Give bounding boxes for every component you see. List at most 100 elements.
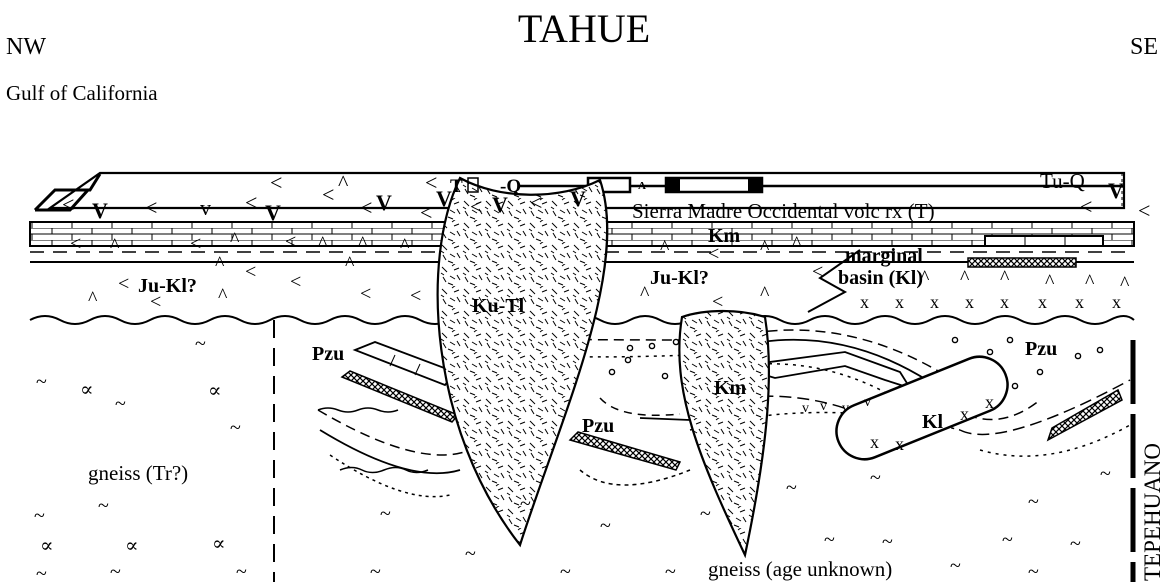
conglomerate-clast xyxy=(1075,353,1080,358)
gneiss-symbol: ~ xyxy=(1028,491,1039,513)
volcanic-symbol: < xyxy=(1138,198,1150,223)
arc-volcanic-symbol: ^ xyxy=(318,233,328,255)
volcanic-symbol: < xyxy=(470,194,482,219)
fold-v-symbol: v xyxy=(820,399,827,414)
gneiss-symbol: ~ xyxy=(1002,529,1013,551)
volcanic-symbol: < xyxy=(420,200,432,225)
arc-volcanic-symbol: ^ xyxy=(215,253,225,275)
figure-title: TAHUE xyxy=(518,6,650,51)
gulf-label: Gulf of California xyxy=(6,81,158,105)
gneiss-symbol: ~ xyxy=(195,333,206,355)
gneiss-symbol: ~ xyxy=(1100,463,1111,485)
symbol-q: -Q xyxy=(500,176,521,197)
kl-x-symbol: x xyxy=(985,392,994,412)
arc-volcanic-symbol: ^ xyxy=(760,237,770,259)
arc-volcanic-symbol: ^ xyxy=(345,253,355,275)
basin-x-symbol: x xyxy=(1000,292,1009,312)
gneiss-symbol: ~ xyxy=(520,493,531,515)
volcanic-symbol: < xyxy=(62,192,74,217)
volcanic-symbol: < xyxy=(530,190,542,215)
arc-volcanic-symbol: < xyxy=(70,233,81,255)
conglomerate-clast xyxy=(1097,347,1102,352)
volcanic-symbol: < xyxy=(322,182,334,207)
gneiss-symbol: ~ xyxy=(882,531,893,553)
label-pzu-west: Pzu xyxy=(312,343,344,365)
gneiss-symbol: ~ xyxy=(465,543,476,565)
arc-volcanic-symbol: ^ xyxy=(1120,273,1130,295)
basin-x-symbol: x xyxy=(895,292,904,312)
label-tepehuano: TEPEHUANO xyxy=(1140,443,1165,581)
kl-x-symbol: x xyxy=(895,434,904,454)
pluton-km-small xyxy=(679,311,769,555)
label-pzu-east: Pzu xyxy=(1025,338,1057,360)
kl-x-symbol: x xyxy=(960,404,969,424)
conglomerate-clast xyxy=(1007,337,1012,342)
arc-volcanic-symbol: < xyxy=(812,261,823,283)
gneiss-symbol: ∝ xyxy=(40,535,54,557)
arc-volcanic-symbol: < xyxy=(245,261,256,283)
gneiss-symbol: ~ xyxy=(786,477,797,499)
basin-x-symbol: x xyxy=(930,292,939,312)
basin-x-symbol: x xyxy=(965,292,974,312)
gneiss-symbol: ∝ xyxy=(80,379,94,401)
arc-volcanic-symbol: ^ xyxy=(1085,271,1095,293)
conglomerate-clast xyxy=(952,337,957,342)
label-km-limestone: Km xyxy=(708,225,741,247)
gneiss-symbol: ~ xyxy=(370,561,381,582)
arc-volcanic-symbol: ^ xyxy=(400,235,410,257)
gneiss-symbol: ∝ xyxy=(212,533,226,555)
arc-volcanic-symbol: ^ xyxy=(792,233,802,255)
conglomerate-clast xyxy=(609,369,614,374)
fold-v-symbol: v xyxy=(802,401,809,416)
conglomerate-clast xyxy=(662,373,667,378)
conglomerate-clast xyxy=(649,343,654,348)
gneiss-symbol: ~ xyxy=(560,561,571,582)
label-marginal-2: basin (Kl) xyxy=(838,267,923,289)
direction-se: SE xyxy=(1130,34,1158,60)
volcanic-symbol: < xyxy=(270,170,282,195)
arc-volcanic-symbol: ^ xyxy=(960,267,970,289)
conglomerate-clast xyxy=(1037,369,1042,374)
gneiss-symbol: ~ xyxy=(1028,561,1039,582)
volcanic-symbol: v xyxy=(200,195,211,220)
label-ju-kl-west: Ju-Kl? xyxy=(138,275,197,297)
gneiss-symbol: ~ xyxy=(950,555,961,577)
conglomerate-clast xyxy=(625,357,630,362)
gneiss-symbol: ~ xyxy=(230,417,241,439)
direction-nw: NW xyxy=(6,34,46,60)
arc-volcanic-symbol: ^ xyxy=(230,229,240,251)
volcanic-symbol: V xyxy=(376,190,392,215)
conglomerate-clast xyxy=(1012,383,1017,388)
gneiss-symbol: ~ xyxy=(36,371,47,393)
gneiss-symbol: ~ xyxy=(700,503,711,525)
gneiss-symbol: ~ xyxy=(236,561,247,582)
fold-v-symbol: v xyxy=(842,401,849,416)
arc-volcanic-symbol: < xyxy=(190,233,201,255)
gneiss-symbol: ~ xyxy=(110,561,121,582)
pluton-ku-tl xyxy=(438,178,608,545)
arc-volcanic-symbol: ^ xyxy=(110,235,120,257)
volcanic-symbol: < xyxy=(245,190,257,215)
arc-volcanic-symbol: ^ xyxy=(1000,267,1010,289)
symbol-t: T xyxy=(450,176,463,197)
gneiss-symbol: ~ xyxy=(36,563,47,582)
arc-volcanic-symbol: < xyxy=(118,273,129,295)
basin-x-symbol: x xyxy=(1112,292,1121,312)
volcanic-symbol: V xyxy=(265,200,281,225)
label-ju-kl-east: Ju-Kl? xyxy=(650,267,709,289)
gneiss-symbol: ~ xyxy=(98,495,109,517)
gneiss-symbol: ∝ xyxy=(125,535,139,557)
arc-volcanic-symbol: ^ xyxy=(88,288,98,310)
gneiss-symbol: ~ xyxy=(115,393,126,415)
label-km-pluton: Km xyxy=(714,377,747,399)
arc-volcanic-symbol: ^ xyxy=(1045,271,1055,293)
basin-x-symbol: x xyxy=(860,292,869,312)
gneiss-symbol: ∝ xyxy=(208,380,222,402)
arc-volcanic-symbol: < xyxy=(410,285,421,307)
gneiss-symbol: ~ xyxy=(600,515,611,537)
volcanic-symbol: V xyxy=(1108,178,1124,203)
volcanic-symbol: < xyxy=(425,170,437,195)
volcanic-symbol: < xyxy=(1080,194,1092,219)
